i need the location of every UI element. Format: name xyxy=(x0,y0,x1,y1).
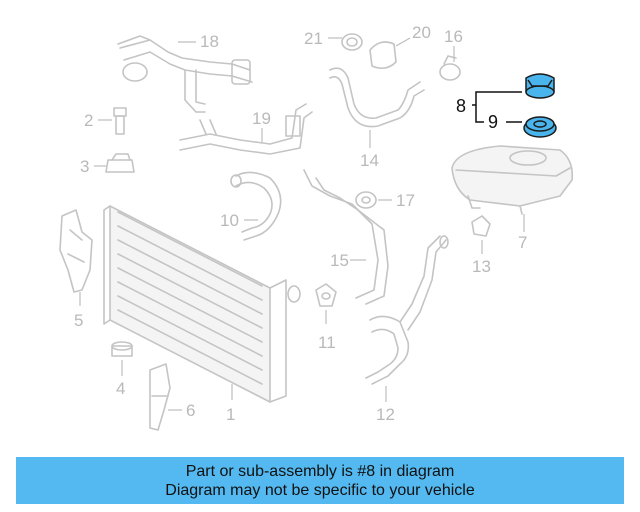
callout-15: 15 xyxy=(330,251,349,270)
callout-18: 18 xyxy=(200,32,219,51)
info-banner: Part or sub-assembly is #8 in diagram Di… xyxy=(16,457,624,504)
callout-2: 2 xyxy=(84,111,93,130)
part-3-bracket xyxy=(105,153,135,173)
callout-13: 13 xyxy=(472,257,491,276)
part-11-clamp xyxy=(315,283,337,307)
part-2-bolt xyxy=(113,107,127,135)
callout-1: 1 xyxy=(226,405,235,424)
callout-16: 16 xyxy=(444,27,463,46)
callout-10: 10 xyxy=(220,211,239,230)
parts-diagram: 18 2 3 19 21 20 16 1 xyxy=(59,23,574,431)
callout-14: 14 xyxy=(360,151,379,170)
part-4-mount xyxy=(111,341,133,357)
callout-4: 4 xyxy=(116,379,125,398)
part-13-clamp xyxy=(471,215,491,237)
leader-20 xyxy=(395,37,411,47)
part-10-hose xyxy=(230,171,282,241)
banner-line-2: Diagram may not be specific to your vehi… xyxy=(165,481,475,499)
part-7-expansion-tank xyxy=(451,145,574,215)
part-6-bracket xyxy=(149,363,171,431)
callout-8: 8 xyxy=(456,96,466,116)
part-20-fitting xyxy=(369,41,397,70)
callout-9: 9 xyxy=(488,112,498,132)
part-19-pipe xyxy=(179,103,313,155)
callout-7: 7 xyxy=(518,233,527,252)
callout-12: 12 xyxy=(376,405,395,424)
callout-20: 20 xyxy=(412,23,431,42)
callout-5: 5 xyxy=(74,311,83,330)
banner-line-1: Part or sub-assembly is #8 in diagram xyxy=(185,462,455,480)
part-5-bracket xyxy=(59,209,93,293)
leader-8 xyxy=(472,91,522,123)
callout-3: 3 xyxy=(80,157,89,176)
part-17-clamp xyxy=(355,191,377,209)
callout-6: 6 xyxy=(186,401,195,420)
part-12-hose xyxy=(365,235,449,385)
callout-21: 21 xyxy=(304,29,323,48)
callout-17: 17 xyxy=(396,191,415,210)
part-16-clamp xyxy=(439,55,461,81)
part-15-pipe xyxy=(303,169,389,305)
part-14-hose xyxy=(329,67,425,128)
callout-11: 11 xyxy=(318,333,336,352)
part-9-seal xyxy=(523,116,557,138)
part-8-cap xyxy=(525,73,555,99)
part-18-water-pipe xyxy=(117,35,253,113)
part-1-radiator xyxy=(103,205,301,403)
part-21-clamp xyxy=(341,33,363,51)
callout-19: 19 xyxy=(252,109,271,128)
